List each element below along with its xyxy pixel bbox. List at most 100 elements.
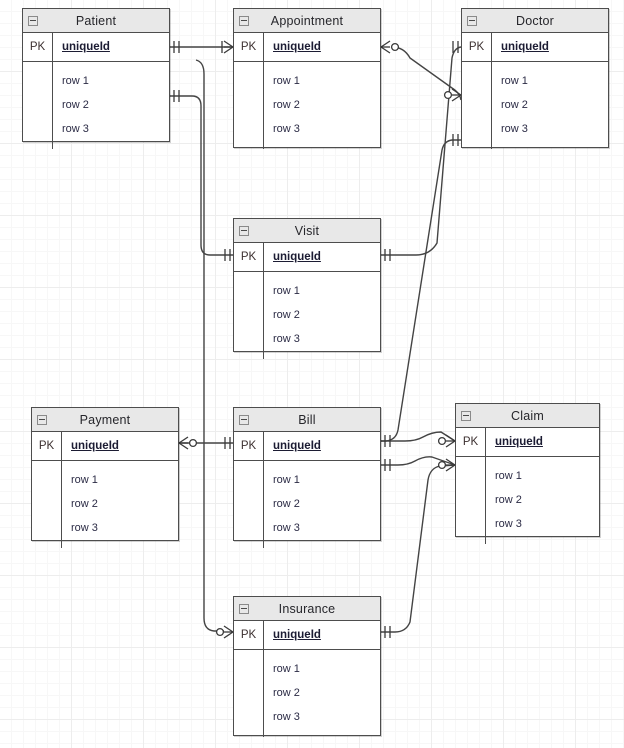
cardinality-many-optional-payment bbox=[178, 436, 198, 450]
pk-field-name: uniqueId bbox=[273, 629, 321, 641]
pk-badge: PK bbox=[234, 243, 264, 271]
attribute-row: row 2 bbox=[273, 687, 300, 699]
attribute-gutter bbox=[456, 457, 486, 544]
attribute-row: row 1 bbox=[62, 75, 89, 87]
attribute-list: row 1 row 2 row 3 bbox=[264, 62, 380, 149]
cardinality-many-optional-claim-pk bbox=[437, 434, 456, 448]
cardinality-many-optional-claim-row bbox=[437, 458, 456, 472]
cardinality-many-optional-insurance-left bbox=[215, 625, 234, 639]
pk-row[interactable]: PK uniqueId bbox=[462, 33, 608, 62]
attribute-list: row 1 row 2 row 3 bbox=[264, 272, 380, 359]
attribute-gutter bbox=[462, 62, 492, 149]
cardinality-one-insurance-right bbox=[384, 626, 391, 638]
entity-header-visit[interactable]: Visit bbox=[234, 219, 380, 243]
entity-title: Claim bbox=[511, 408, 544, 423]
attribute-gutter bbox=[234, 62, 264, 149]
entity-payment[interactable]: Payment PK uniqueId row 1 row 2 row 3 bbox=[31, 407, 179, 548]
entity-insurance[interactable]: Insurance PK uniqueId row 1 row 2 row 3 bbox=[233, 596, 381, 737]
cardinality-one-patient-appointment bbox=[173, 41, 180, 53]
connector-patient-insurance bbox=[195, 59, 224, 632]
pk-row[interactable]: PK uniqueId bbox=[32, 432, 178, 461]
minus-square-icon[interactable] bbox=[239, 15, 249, 26]
pk-field-name: uniqueId bbox=[495, 436, 543, 448]
cardinality-many-optional-appointment-right bbox=[380, 40, 400, 54]
attribute-gutter bbox=[23, 62, 53, 149]
entity-header-payment[interactable]: Payment bbox=[32, 408, 178, 432]
entity-header-patient[interactable]: Patient bbox=[23, 9, 169, 33]
connector-bill-claim bbox=[381, 431, 456, 442]
attribute-row: row 2 bbox=[273, 99, 300, 111]
attribute-row: row 1 bbox=[71, 474, 98, 486]
cardinality-one-bill-right-row bbox=[384, 459, 391, 471]
attribute-body: row 1 row 2 row 3 bbox=[234, 62, 380, 149]
attribute-body: row 1 row 2 row 3 bbox=[23, 62, 169, 149]
attribute-row: row 1 bbox=[501, 75, 528, 87]
attribute-row: row 2 bbox=[495, 494, 522, 506]
entity-bill[interactable]: Bill PK uniqueId row 1 row 2 row 3 bbox=[233, 407, 381, 548]
entity-header-claim[interactable]: Claim bbox=[456, 404, 599, 428]
connector-visit-doctor bbox=[381, 46, 462, 256]
minus-square-icon[interactable] bbox=[467, 15, 477, 26]
pk-badge: PK bbox=[234, 621, 264, 649]
attribute-body: row 1 row 2 row 3 bbox=[456, 457, 599, 544]
cardinality-one-bill-right-pk bbox=[384, 435, 391, 447]
attribute-row: row 3 bbox=[71, 522, 98, 534]
attribute-row: row 1 bbox=[495, 470, 522, 482]
attribute-row: row 1 bbox=[273, 474, 300, 486]
entity-title: Visit bbox=[294, 223, 320, 238]
entity-appointment[interactable]: Appointment PK uniqueId row 1 row 2 row … bbox=[233, 8, 381, 149]
entity-doctor[interactable]: Doctor PK uniqueId row 1 row 2 row 3 bbox=[461, 8, 609, 149]
minus-square-icon[interactable] bbox=[28, 15, 38, 26]
minus-square-icon[interactable] bbox=[239, 414, 249, 425]
connector-patient-visit bbox=[170, 95, 233, 256]
attribute-row: row 2 bbox=[62, 99, 89, 111]
attribute-row: row 1 bbox=[273, 663, 300, 675]
pk-row[interactable]: PK uniqueId bbox=[234, 621, 380, 650]
minus-square-icon[interactable] bbox=[239, 603, 249, 614]
connector-appointment-doctor bbox=[391, 46, 462, 101]
minus-square-icon[interactable] bbox=[239, 225, 249, 236]
pk-field-name: uniqueId bbox=[273, 440, 321, 452]
pk-row[interactable]: PK uniqueId bbox=[23, 33, 169, 62]
entity-header-insurance[interactable]: Insurance bbox=[234, 597, 380, 621]
entity-title: Insurance bbox=[278, 601, 336, 616]
attribute-gutter bbox=[234, 461, 264, 548]
connector-insurance-claim bbox=[381, 464, 456, 633]
attribute-body: row 1 row 2 row 3 bbox=[462, 62, 608, 149]
entity-claim[interactable]: Claim PK uniqueId row 1 row 2 row 3 bbox=[455, 403, 600, 544]
attribute-row: row 3 bbox=[495, 518, 522, 530]
attribute-gutter bbox=[234, 272, 264, 359]
entity-header-bill[interactable]: Bill bbox=[234, 408, 380, 432]
minus-square-icon[interactable] bbox=[461, 410, 471, 421]
pk-field-name: uniqueId bbox=[273, 41, 321, 53]
attribute-row: row 3 bbox=[273, 522, 300, 534]
attribute-row: row 2 bbox=[71, 498, 98, 510]
pk-row[interactable]: PK uniqueId bbox=[456, 428, 599, 457]
cardinality-one-visit-right bbox=[384, 249, 391, 261]
attribute-row: row 1 bbox=[273, 75, 300, 87]
entity-title: Doctor bbox=[515, 13, 555, 28]
minus-square-icon[interactable] bbox=[37, 414, 47, 425]
attribute-body: row 1 row 2 row 3 bbox=[32, 461, 178, 548]
pk-badge: PK bbox=[234, 432, 264, 460]
pk-row[interactable]: PK uniqueId bbox=[234, 243, 380, 272]
attribute-list: row 1 row 2 row 3 bbox=[53, 62, 169, 149]
entity-patient[interactable]: Patient PK uniqueId row 1 row 2 row 3 bbox=[22, 8, 170, 149]
entity-header-appointment[interactable]: Appointment bbox=[234, 9, 380, 33]
entity-header-doctor[interactable]: Doctor bbox=[462, 9, 608, 33]
pk-field-name: uniqueId bbox=[71, 440, 119, 452]
connector-bill-claim-2 bbox=[381, 456, 456, 466]
entity-visit[interactable]: Visit PK uniqueId row 1 row 2 row 3 bbox=[233, 218, 381, 359]
attribute-row: row 3 bbox=[501, 123, 528, 135]
pk-row[interactable]: PK uniqueId bbox=[234, 432, 380, 461]
attribute-list: row 1 row 2 row 3 bbox=[486, 457, 599, 544]
attribute-gutter bbox=[32, 461, 62, 548]
pk-row[interactable]: PK uniqueId bbox=[234, 33, 380, 62]
attribute-row: row 3 bbox=[273, 123, 300, 135]
attribute-list: row 1 row 2 row 3 bbox=[264, 650, 380, 737]
pk-field-name: uniqueId bbox=[273, 251, 321, 263]
attribute-row: row 2 bbox=[273, 309, 300, 321]
attribute-row: row 2 bbox=[273, 498, 300, 510]
cardinality-one-bill-left bbox=[224, 437, 231, 449]
